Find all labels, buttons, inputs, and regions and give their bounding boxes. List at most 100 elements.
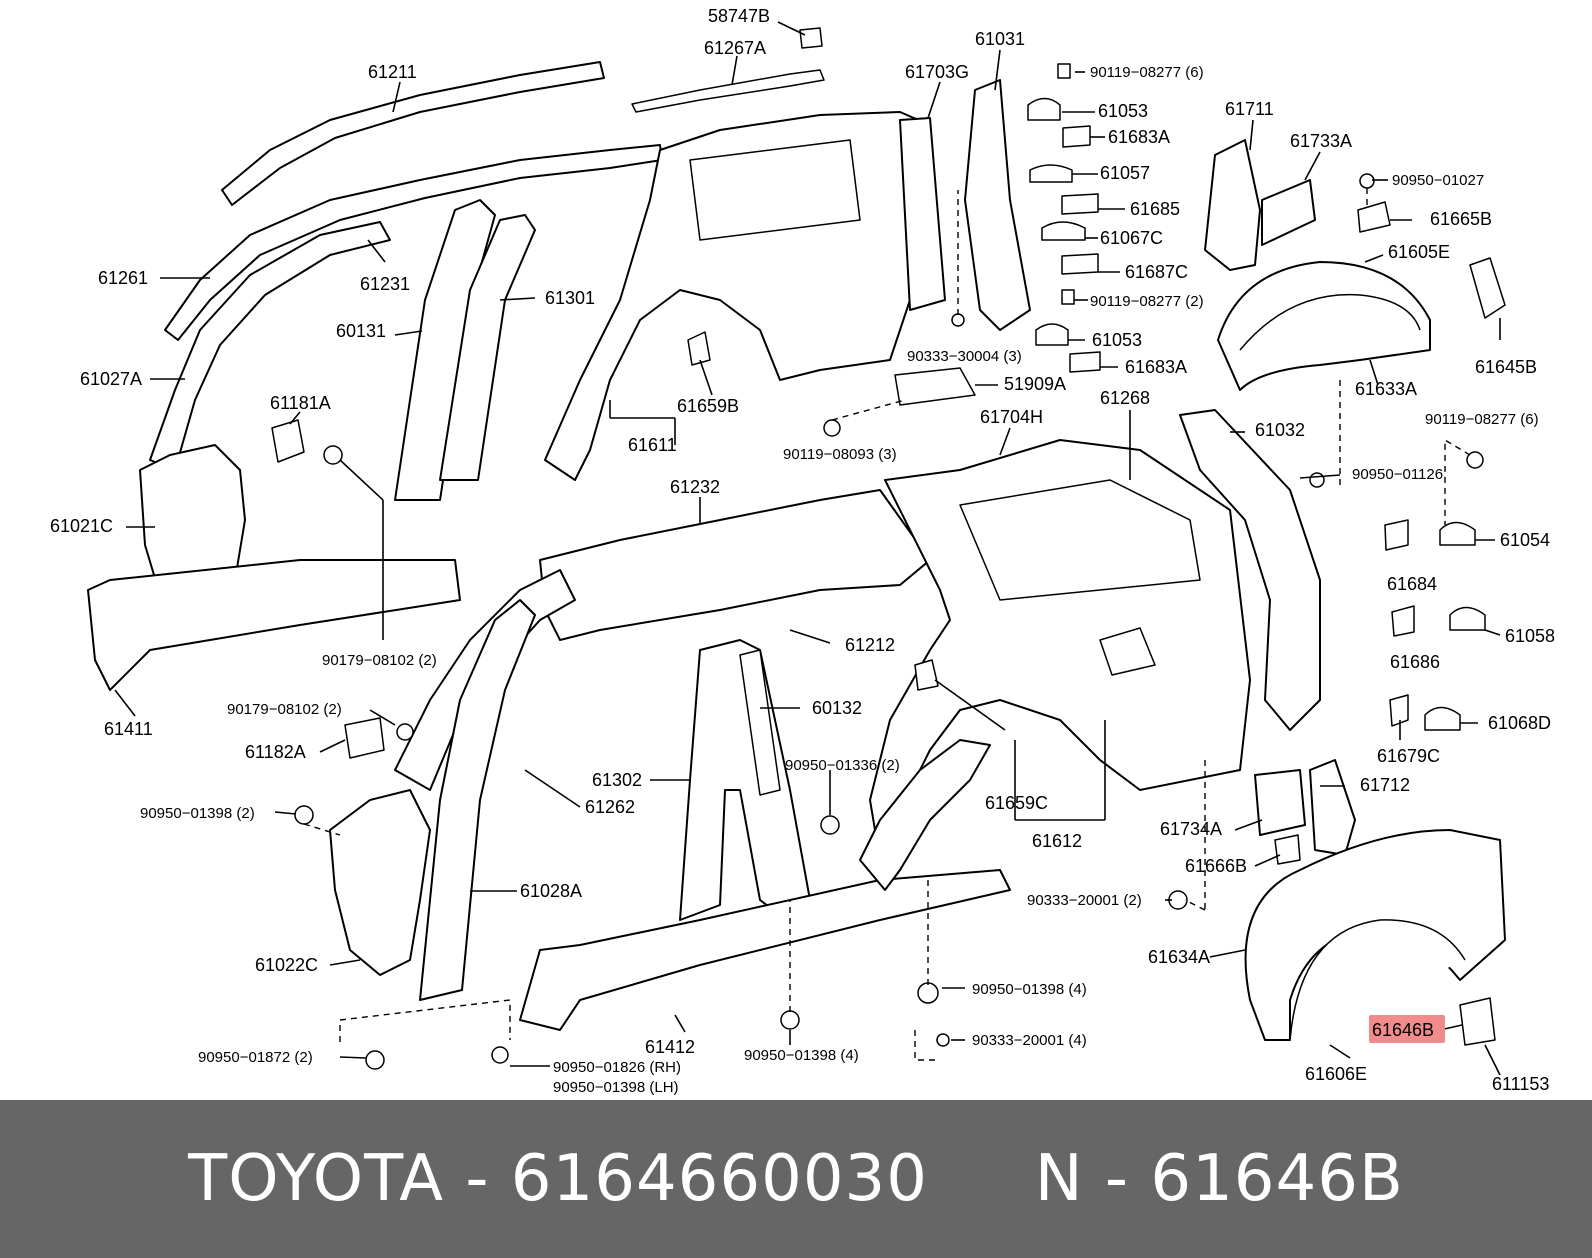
rocker-61411 xyxy=(87,559,461,691)
label-61687C[interactable]: 61687C xyxy=(1125,262,1188,282)
label-61057[interactable]: 61057 xyxy=(1100,163,1150,183)
plate-61683A-a xyxy=(1062,125,1091,148)
label-60131[interactable]: 60131 xyxy=(336,321,386,341)
label-61302[interactable]: 61302 xyxy=(592,770,642,790)
label-61053-b[interactable]: 61053 xyxy=(1092,330,1142,350)
label-61683A-b[interactable]: 61683A xyxy=(1125,357,1187,377)
label-90119-08277-6-b[interactable]: 90119−08277 (6) xyxy=(1425,411,1539,428)
label-58747B[interactable]: 58747B xyxy=(708,6,770,26)
center-pillar-inner-61301 xyxy=(439,214,536,481)
clip-90950-01336 xyxy=(820,815,840,835)
label-90950-01027[interactable]: 90950−01027 xyxy=(1392,172,1484,189)
label-611153[interactable]: 611153 xyxy=(1492,1074,1549,1094)
clip-90950-01826 xyxy=(491,1046,509,1064)
label-61411[interactable]: 61411 xyxy=(104,719,153,739)
label-90179-08102-2-a[interactable]: 90179−08102 (2) xyxy=(322,652,437,669)
label-61646B[interactable]: 61646B xyxy=(1372,1020,1434,1040)
plug-90333-20001-4 xyxy=(936,1033,950,1047)
center-pillar-60132 xyxy=(739,649,781,796)
label-90950-01126[interactable]: 90950−01126 xyxy=(1352,466,1443,483)
label-61683A-a[interactable]: 61683A xyxy=(1108,127,1170,147)
label-61733A[interactable]: 61733A xyxy=(1290,131,1352,151)
label-61734A[interactable]: 61734A xyxy=(1160,819,1222,839)
label-51909A[interactable]: 51909A xyxy=(1004,374,1066,394)
label-61703G[interactable]: 61703G xyxy=(905,62,969,82)
label-61679C[interactable]: 61679C xyxy=(1377,746,1440,766)
label-61021C[interactable]: 61021C xyxy=(50,516,113,536)
label-61665B[interactable]: 61665B xyxy=(1430,209,1492,229)
label-61711[interactable]: 61711 xyxy=(1225,99,1274,119)
label-61605E[interactable]: 61605E xyxy=(1388,242,1450,262)
bracket-61645B xyxy=(1469,257,1506,319)
label-90950-01398-lh[interactable]: 90950−01398 (LH) xyxy=(553,1079,679,1096)
label-61053-a[interactable]: 61053 xyxy=(1098,101,1148,121)
label-90950-01398-4-a[interactable]: 90950−01398 (4) xyxy=(972,981,1087,998)
label-61068D[interactable]: 61068D xyxy=(1488,713,1551,733)
wheelhouse-outer-61606E xyxy=(1289,919,1466,1041)
clip-90950-01126 xyxy=(1309,472,1325,488)
label-61054[interactable]: 61054 xyxy=(1500,530,1550,550)
label-90333-20001-4[interactable]: 90333−20001 (4) xyxy=(972,1032,1087,1049)
wheelhouse-inner-61605E xyxy=(1239,293,1421,351)
label-90950-01872[interactable]: 90950−01872 (2) xyxy=(198,1049,313,1066)
quarter-inner-61612b xyxy=(859,739,991,891)
label-61067C[interactable]: 61067C xyxy=(1100,228,1163,248)
label-90950-01826-rh[interactable]: 90950−01826 (RH) xyxy=(553,1059,681,1076)
label-61712[interactable]: 61712 xyxy=(1360,775,1410,795)
label-61268[interactable]: 61268 xyxy=(1100,388,1150,408)
label-61633A[interactable]: 61633A xyxy=(1355,379,1417,399)
bracket-61057 xyxy=(1029,164,1073,183)
label-61685[interactable]: 61685 xyxy=(1130,199,1180,219)
plug-90333-30004 xyxy=(951,313,965,327)
reinforcement-61181A xyxy=(271,419,305,463)
label-61022C[interactable]: 61022C xyxy=(255,955,318,975)
plate-61683A-b xyxy=(1069,351,1101,373)
label-61031[interactable]: 61031 xyxy=(975,29,1025,49)
label-90950-01336[interactable]: 90950−01336 (2) xyxy=(785,757,900,774)
bolt-90119-08093 xyxy=(823,419,841,437)
label-90119-08277-6-a[interactable]: 90119−08277 (6) xyxy=(1090,64,1204,81)
label-61181A[interactable]: 61181A xyxy=(270,393,331,413)
label-61659B[interactable]: 61659B xyxy=(677,396,739,416)
label-61027A[interactable]: 61027A xyxy=(80,369,142,389)
quarter-window-opening xyxy=(689,139,861,241)
label-61232[interactable]: 61232 xyxy=(670,477,720,497)
label-61611[interactable]: 61611 xyxy=(628,435,677,455)
label-61704H[interactable]: 61704H xyxy=(980,407,1043,427)
highlight-box xyxy=(1369,1015,1445,1043)
label-61032[interactable]: 61032 xyxy=(1255,420,1305,440)
label-90333-30004[interactable]: 90333−30004 (3) xyxy=(907,348,1022,365)
label-61612[interactable]: 61612 xyxy=(1032,831,1082,851)
label-61212[interactable]: 61212 xyxy=(845,635,895,655)
label-90119-08093[interactable]: 90119−08093 (3) xyxy=(783,446,897,463)
label-61058[interactable]: 61058 xyxy=(1505,626,1555,646)
brand-name: TOYOTA xyxy=(188,1142,444,1216)
label-61301[interactable]: 61301 xyxy=(545,288,595,308)
label-61267A[interactable]: 61267A xyxy=(704,38,766,58)
assembly-dashed-lines xyxy=(303,188,1471,1061)
label-61262[interactable]: 61262 xyxy=(585,797,635,817)
label-61686[interactable]: 61686 xyxy=(1390,652,1440,672)
label-61684[interactable]: 61684 xyxy=(1387,574,1437,594)
front-pillar-inner-61022C xyxy=(329,789,431,976)
clip-90950-01398-4a xyxy=(917,982,939,1004)
label-61659C[interactable]: 61659C xyxy=(985,793,1048,813)
label-61666B[interactable]: 61666B xyxy=(1185,856,1247,876)
label-90333-20001-2[interactable]: 90333−20001 (2) xyxy=(1027,892,1142,909)
label-61261[interactable]: 61261 xyxy=(98,268,148,288)
label-61645B[interactable]: 61645B xyxy=(1475,357,1537,377)
label-61028A[interactable]: 61028A xyxy=(520,881,582,901)
label-90179-08102-2-b[interactable]: 90179−08102 (2) xyxy=(227,701,342,718)
label-60132[interactable]: 60132 xyxy=(812,698,862,718)
label-61606E[interactable]: 61606E xyxy=(1305,1064,1367,1084)
label-90950-01398-4-b[interactable]: 90950−01398 (4) xyxy=(744,1047,859,1064)
label-61211[interactable]: 61211 xyxy=(368,62,417,82)
label-61412[interactable]: 61412 xyxy=(645,1037,695,1057)
label-61231[interactable]: 61231 xyxy=(360,274,410,294)
ref-prefix: N xyxy=(1034,1142,1084,1216)
label-90119-08277-2[interactable]: 90119−08277 (2) xyxy=(1090,293,1204,310)
label-90950-01398-2[interactable]: 90950−01398 (2) xyxy=(140,805,255,822)
label-61182A[interactable]: 61182A xyxy=(245,742,306,762)
label-61634A[interactable]: 61634A xyxy=(1148,947,1210,967)
bracket-61053-b xyxy=(1035,323,1069,346)
